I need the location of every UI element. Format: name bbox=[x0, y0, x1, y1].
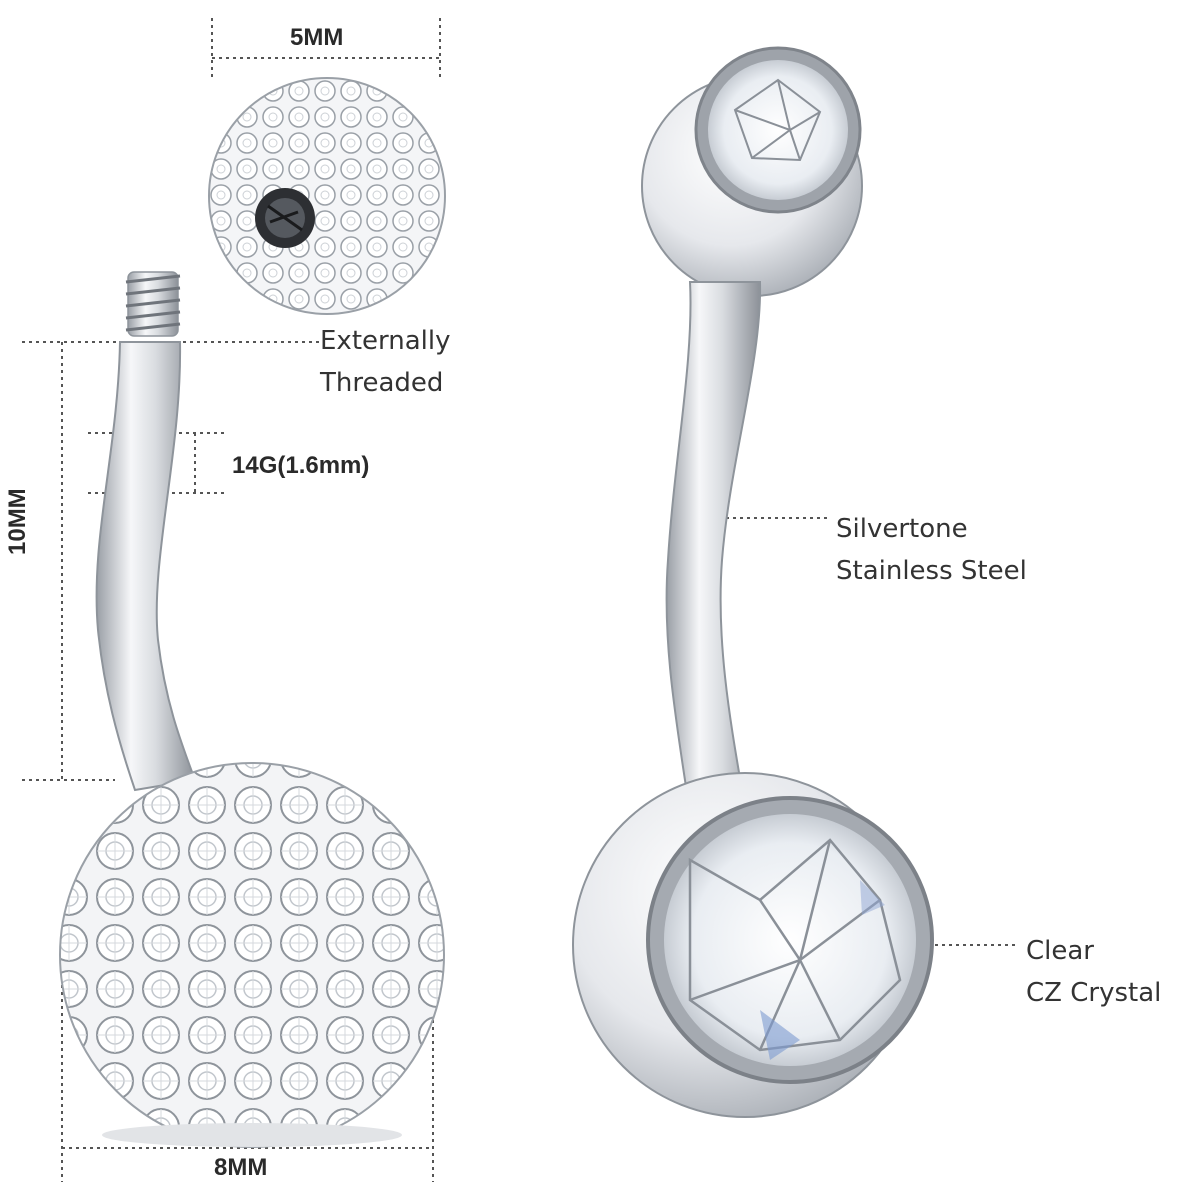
paved-crystal-ball-icon bbox=[208, 77, 446, 315]
top-ball-size-label: 5MM bbox=[290, 24, 344, 51]
gem-callout: Clear CZ Crystal bbox=[1026, 930, 1161, 1014]
material-callout-line1: Silvertone bbox=[836, 514, 968, 544]
curved-steel-bar-icon bbox=[665, 281, 762, 802]
cz-crystal-bottom-ball-icon bbox=[572, 772, 934, 1118]
thread-callout-line2: Threaded bbox=[320, 368, 444, 398]
bar-length-label: 10MM bbox=[4, 488, 31, 555]
bottom-ball-size-label: 8MM bbox=[214, 1154, 268, 1181]
gem-callout-line1: Clear bbox=[1026, 936, 1094, 966]
curved-steel-bar-icon bbox=[95, 341, 197, 792]
material-callout: Silvertone Stainless Steel bbox=[836, 508, 1027, 592]
gauge-label: 14G(1.6mm) bbox=[232, 452, 370, 479]
thread-callout: Externally Threaded bbox=[320, 320, 450, 404]
gem-callout-line2: CZ Crystal bbox=[1026, 978, 1162, 1008]
jeweled-top-ball-icon bbox=[641, 46, 863, 297]
externally-threaded-post-icon bbox=[125, 271, 181, 337]
material-callout-line2: Stainless Steel bbox=[836, 556, 1027, 586]
paved-crystal-ball-icon bbox=[59, 762, 445, 1148]
thread-callout-line1: Externally bbox=[320, 326, 451, 356]
